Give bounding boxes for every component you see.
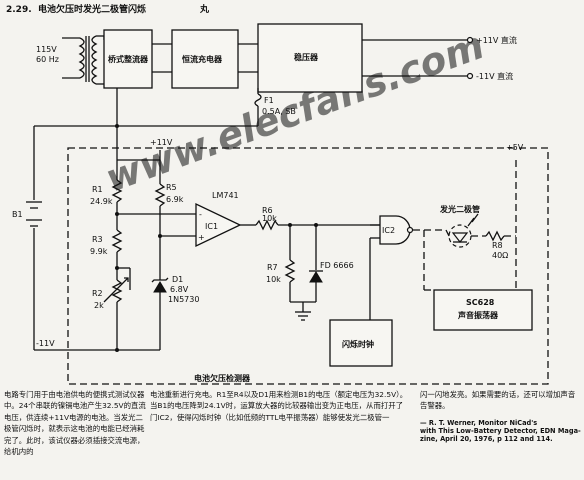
r7-resistor	[284, 259, 296, 283]
oscillator-block	[433, 289, 533, 331]
caption-column-1: 电路专门用于由电池供电的便携式测试仪器中。24个串联的镍镉电池产生32.5V的直…	[4, 390, 146, 457]
r1-ref: R1	[92, 185, 103, 194]
oscillator-part: SC628	[466, 298, 495, 307]
gate-ref: IC2	[382, 226, 395, 235]
credit-author: — R. T. Werner, Monitor NiCad's	[420, 419, 538, 427]
credit: — R. T. Werner, Monitor NiCad's with Thi…	[420, 419, 582, 444]
fuse-rating: 0.5A, SB	[262, 107, 296, 116]
flasher-block	[329, 319, 393, 367]
rail-top-label: +11V	[150, 138, 173, 147]
opamp-plus: +	[198, 233, 205, 242]
r2-potentiometer	[111, 279, 123, 303]
credit-line-2: with This Low-Battery Detector, EDN Maga…	[420, 427, 581, 436]
r8-value: 40Ω	[492, 251, 508, 260]
rail-led-supply-label: +5V	[506, 143, 524, 152]
r7-ref: R7	[267, 263, 278, 272]
r8-ref: R8	[492, 241, 503, 250]
charger-label: 恒流充电器	[182, 54, 223, 64]
led-icon	[448, 213, 479, 248]
zener-ref: D1	[172, 275, 183, 284]
fd6666-diode	[309, 270, 323, 283]
zener-part: 1N5730	[168, 295, 199, 304]
caption-column-3: 闪一闪地发亮。如果需要的话，还可以增加声音告警器。	[420, 390, 576, 411]
fuse-symbol	[254, 93, 262, 107]
r1-resistor	[111, 179, 123, 203]
figure-title: 电池欠压时发光二极管闪烁	[38, 3, 146, 15]
detector-label: 电池欠压检测器	[194, 373, 251, 383]
figure-number: 2.29.	[6, 5, 32, 15]
ground-icon	[295, 311, 311, 321]
r5-value: 6.9k	[166, 195, 184, 204]
rectifier-block	[103, 29, 153, 89]
r3-ref: R3	[92, 235, 103, 244]
led-label: 发光二极管	[439, 204, 480, 214]
transformer	[62, 35, 105, 85]
input-voltage-label: 115V	[36, 45, 57, 54]
fuse-ref: F1	[264, 96, 274, 105]
opamp-ref: IC1	[205, 222, 218, 231]
flasher-label: 闪烁时钟	[342, 339, 374, 349]
r5-resistor	[154, 183, 166, 207]
battery-ref: B1	[12, 210, 23, 219]
rail-bottom-label: -11V	[36, 339, 55, 348]
r6-resistor	[255, 219, 279, 231]
caption-column-2: 电池重新进行充电。R1至R4以及D1用来检测B1的电压（额定电压为32.5V）。…	[150, 390, 408, 422]
regulator-block	[257, 23, 363, 93]
r2-ref: R2	[92, 289, 103, 298]
charger-block	[171, 29, 239, 89]
r8-resistor	[485, 230, 505, 242]
battery-symbol	[26, 201, 42, 227]
figure-title-trailing: 丸	[199, 3, 210, 15]
input-freq-label: 60 Hz	[36, 55, 59, 64]
r6-ref: R6	[262, 206, 273, 215]
opamp-minus: -	[199, 210, 202, 219]
r3-resistor	[111, 229, 123, 253]
output-neg-label: -11V 直流	[476, 71, 513, 81]
diode-label: FD 6666	[320, 261, 354, 270]
r5-ref: R5	[166, 183, 177, 192]
detector-box	[67, 147, 549, 385]
output-pos-label: +11V 直流	[476, 35, 517, 45]
opamp-part: LM741	[212, 191, 239, 200]
zener-diode	[151, 277, 169, 293]
regulator-label: 稳压器	[294, 52, 319, 62]
r2-value: 2k	[94, 301, 104, 310]
r6-value: 10k	[262, 214, 277, 223]
rectifier-label: 桥式整流器	[108, 54, 149, 64]
credit-line-3: zine, April 20, 1976, p 112 and 114.	[420, 435, 553, 444]
zener-voltage: 6.8V	[170, 285, 189, 294]
r7-value: 10k	[266, 275, 281, 284]
r1-value: 24.9k	[90, 197, 113, 206]
opamp	[195, 202, 242, 248]
oscillator-label: 声音振荡器	[457, 310, 499, 320]
r3-value: 9.9k	[90, 247, 108, 256]
